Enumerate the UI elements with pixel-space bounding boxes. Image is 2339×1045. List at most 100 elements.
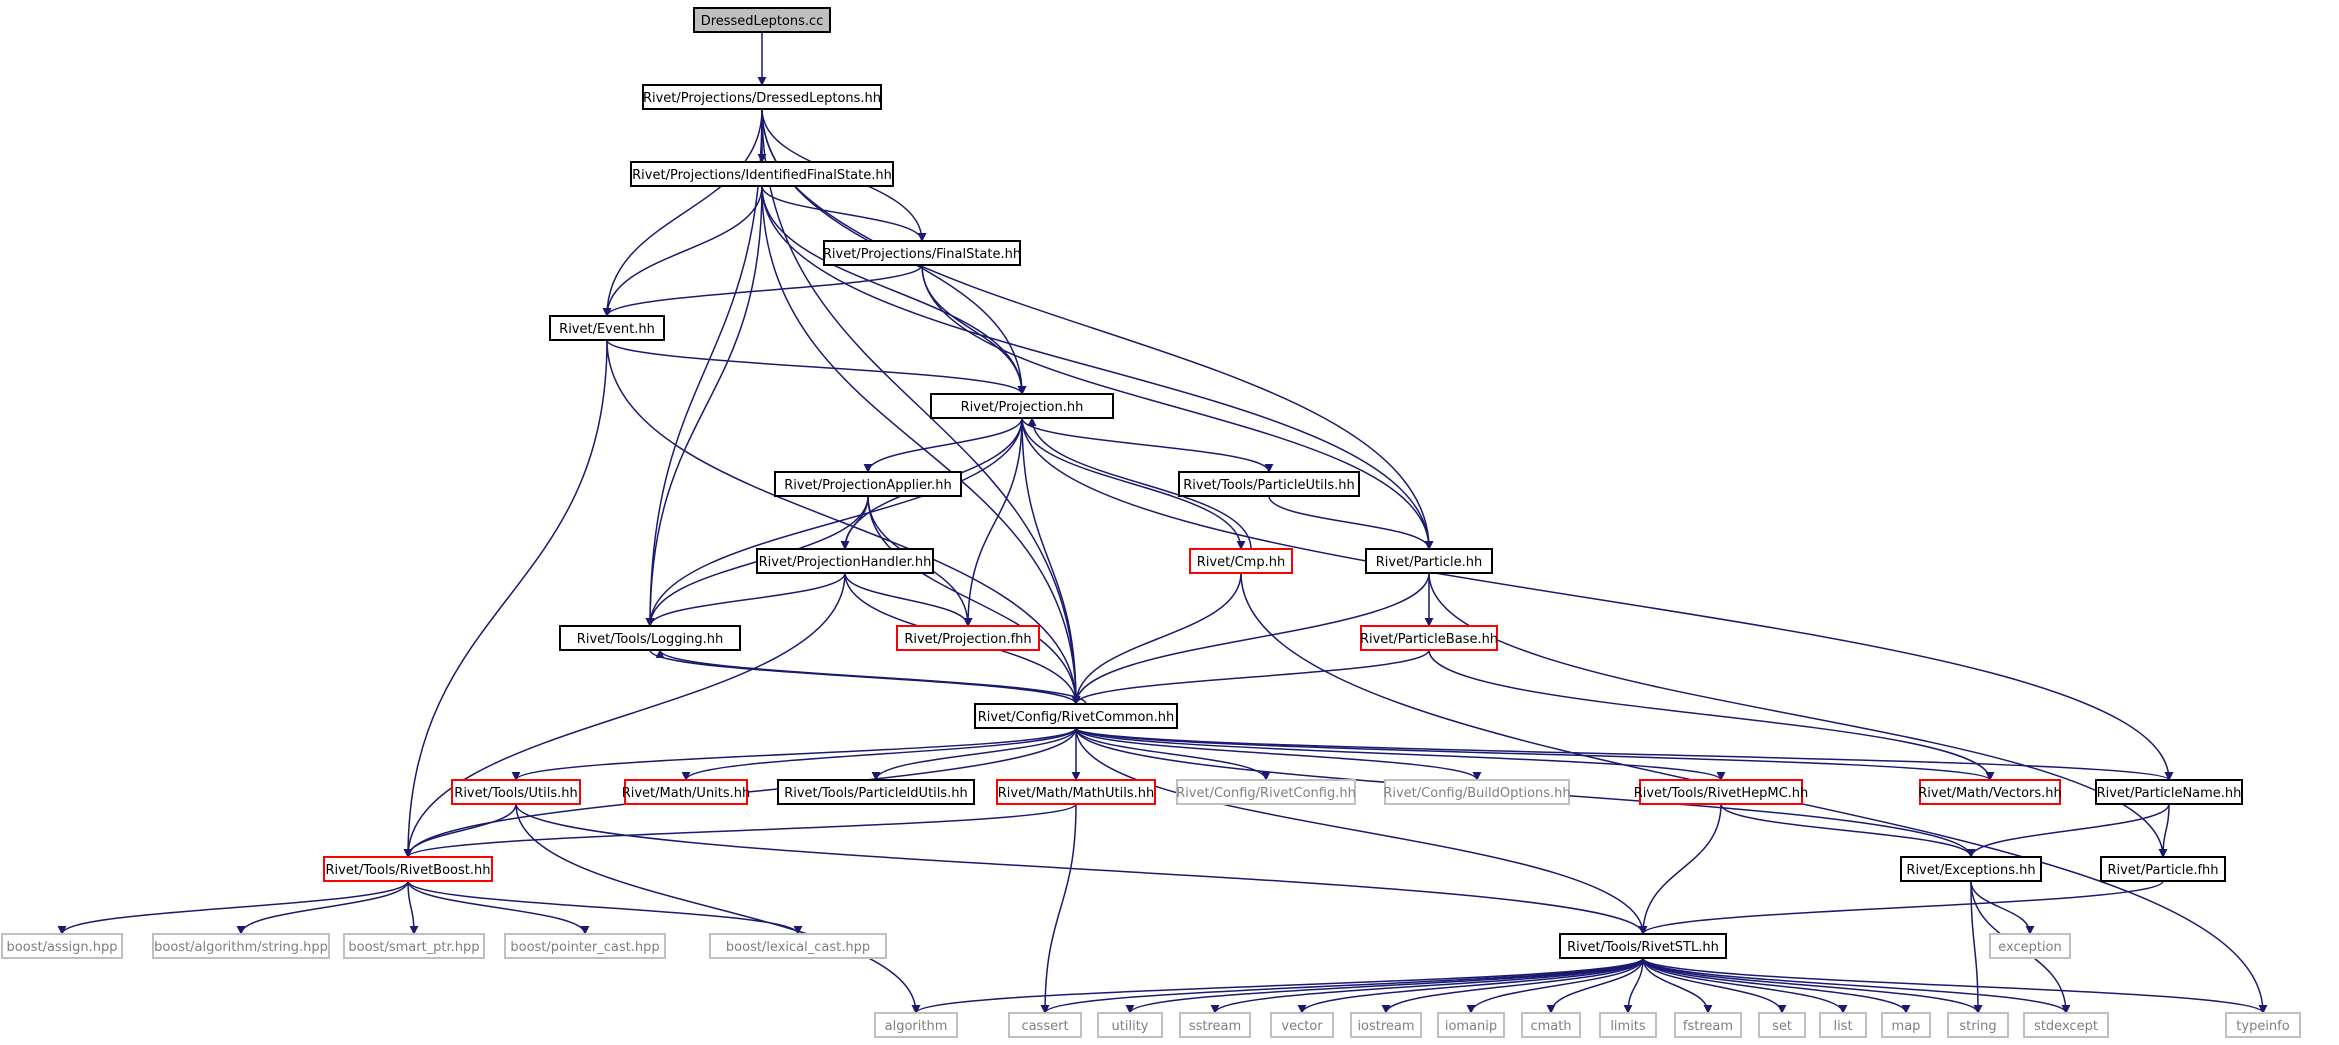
edge-line [1638, 880, 2164, 935]
node-label: Rivet/ProjectionHandler.hh [759, 555, 932, 570]
edge-ifs-to-logging [645, 185, 763, 627]
node-label: Rivet/Projection.fhh [904, 632, 1031, 647]
node-root[interactable]: DressedLeptons.cc [693, 7, 831, 33]
node-projfhh[interactable]: Rivet/Projection.fhh [896, 625, 1040, 651]
edge-line [57, 880, 409, 935]
edge-line [1623, 957, 1644, 1014]
node-iomanip: iomanip [1437, 1012, 1505, 1038]
node-label: iomanip [1445, 1019, 1497, 1034]
edge-ifs-to-proj [761, 185, 1027, 395]
edge-boost-to-b_assign [57, 880, 409, 935]
edge-line [1381, 957, 1644, 1014]
edge-line [236, 880, 409, 935]
node-papplier[interactable]: Rivet/ProjectionApplier.hh [774, 471, 962, 497]
node-box [2100, 856, 2226, 882]
node-phandler[interactable]: Rivet/ProjectionHandler.hh [756, 548, 934, 574]
node-proj[interactable]: Rivet/Projection.hh [930, 393, 1114, 419]
edge-proj-to-common [1021, 417, 1081, 705]
edge-line [645, 108, 763, 627]
node-ifs[interactable]: Rivet/Projections/IdentifiedFinalState.h… [630, 161, 894, 187]
node-common[interactable]: Rivet/Config/RivetCommon.hh [974, 703, 1178, 729]
edge-line [1720, 803, 1976, 858]
edge-line [602, 264, 923, 317]
node-box [1360, 625, 1498, 651]
node-cmath: cmath [1521, 1012, 1581, 1038]
node-label: Rivet/Math/MathUtils.hh [998, 786, 1154, 801]
node-vectors[interactable]: Rivet/Math/Vectors.hh [1918, 779, 2062, 805]
node-fs[interactable]: Rivet/Projections/FinalState.hh [823, 240, 1021, 266]
edge-common-to-pidutils [871, 727, 1077, 781]
node-box [896, 625, 1040, 651]
node-label: DressedLeptons.cc [701, 14, 824, 29]
node-event[interactable]: Rivet/Event.hh [549, 315, 665, 341]
node-boost[interactable]: Rivet/Tools/RivetBoost.hh [323, 856, 493, 882]
node-label: vector [1281, 1019, 1323, 1034]
node-particle[interactable]: Rivet/Particle.hh [1365, 548, 1493, 574]
node-utils[interactable]: Rivet/Tools/Utils.hh [451, 779, 581, 805]
node-label: exception [1998, 940, 2062, 955]
node-dressed[interactable]: Rivet/Projections/DressedLeptons.hh [642, 84, 882, 110]
node-label: Rivet/Math/Vectors.hh [1918, 786, 2062, 801]
node-box [756, 548, 934, 574]
edge-fs-to-event [602, 264, 923, 317]
node-pbase[interactable]: Rivet/ParticleBase.hh [1360, 625, 1498, 651]
node-label: Rivet/Tools/Logging.hh [577, 632, 723, 647]
edge-line [1075, 727, 1995, 781]
edge-line [867, 495, 1081, 705]
node-label: iostream [1357, 1019, 1414, 1034]
node-label: Rivet/Math/Units.hh [622, 786, 751, 801]
node-pfhh[interactable]: Rivet/Particle.fhh [2100, 856, 2226, 882]
node-box [323, 856, 493, 882]
edge-line [1075, 727, 1648, 935]
node-label: boost/pointer_cast.hpp [510, 940, 659, 955]
edge-line [761, 185, 927, 242]
node-label: Rivet/Projections/IdentifiedFinalState.h… [632, 168, 892, 183]
node-box [642, 84, 882, 110]
node-vector: vector [1270, 1012, 1334, 1038]
edge-line [655, 649, 1087, 705]
edge-fs-to-proj [921, 264, 1027, 395]
edge-mathutils-to-cassert [1040, 803, 1077, 1014]
node-box [930, 393, 1114, 419]
node-label: string [1959, 1019, 1996, 1034]
edge-line [1075, 727, 1482, 781]
edge-exceptions-to-exception [1970, 880, 2035, 935]
node-box [1947, 1012, 2009, 1038]
node-label: set [1772, 1019, 1792, 1034]
node-cmp[interactable]: Rivet/Cmp.hh [1189, 548, 1293, 574]
node-hepmc[interactable]: Rivet/Tools/RivetHepMC.hh [1634, 779, 1809, 805]
node-label: Rivet/Tools/RivetBoost.hh [326, 863, 491, 878]
node-pidutils[interactable]: Rivet/Tools/ParticleIdUtils.hh [777, 779, 975, 805]
node-box [1674, 1012, 1742, 1038]
edge-stl-to-list [1642, 957, 1848, 1014]
node-fstream: fstream [1674, 1012, 1742, 1038]
node-putils[interactable]: Rivet/Tools/ParticleUtils.hh [1178, 471, 1360, 497]
node-pname[interactable]: Rivet/ParticleName.hh [2095, 779, 2243, 805]
node-box [974, 703, 1178, 729]
node-logging[interactable]: Rivet/Tools/Logging.hh [559, 625, 741, 651]
edge-line [1642, 957, 2071, 1014]
edge-line [921, 264, 1027, 395]
edge-pfhh-to-stl [1638, 880, 2164, 935]
node-box [152, 933, 330, 959]
edge-line [1021, 417, 2174, 781]
edge-stl-to-string [1642, 957, 1983, 1014]
edge-line [407, 880, 803, 935]
node-exceptions[interactable]: Rivet/Exceptions.hh [1900, 856, 2042, 882]
node-box [1521, 1012, 1581, 1038]
node-stl[interactable]: Rivet/Tools/RivetSTL.hh [1559, 933, 1727, 959]
edge-dressed-to-logging [645, 108, 763, 627]
node-label: fstream [1683, 1019, 1733, 1034]
node-label: Rivet/Projections/FinalState.hh [823, 247, 1021, 262]
edge-line [1071, 572, 1242, 705]
edge-phandler-to-boost [403, 572, 846, 858]
node-mathutils[interactable]: Rivet/Math/MathUtils.hh [996, 779, 1156, 805]
node-box [1437, 1012, 1505, 1038]
node-units[interactable]: Rivet/Math/Units.hh [622, 779, 751, 805]
edge-proj-to-papplier [863, 417, 1023, 473]
node-box [549, 315, 665, 341]
node-b_string: boost/algorithm/string.hpp [152, 933, 330, 959]
edge-line [761, 185, 1434, 550]
edge-line [1021, 417, 1081, 705]
nodes: DressedLeptons.ccRivet/Projections/Dress… [1, 7, 2301, 1038]
